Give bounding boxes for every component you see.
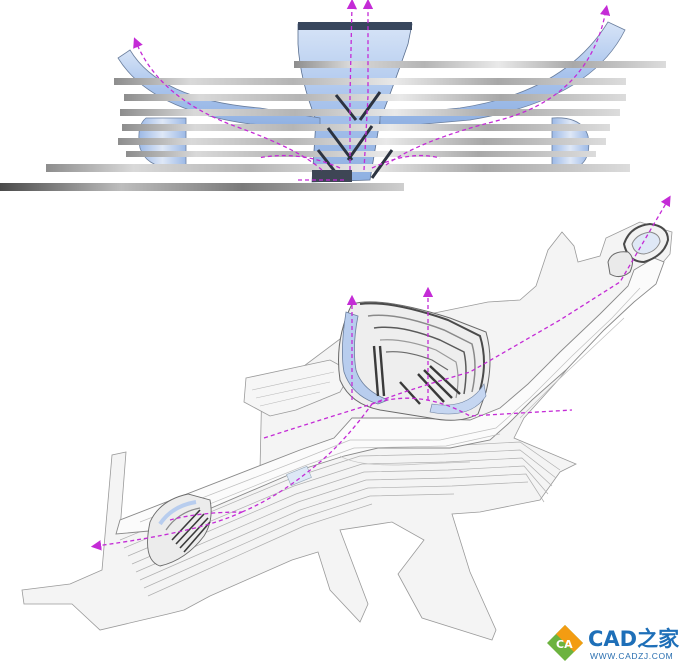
deck-channels (139, 287, 641, 529)
funnel-cap (298, 22, 412, 30)
slab-9 (0, 183, 404, 191)
watermark-url: WWW.CADZJ.COM (590, 651, 674, 661)
central-glass-funnel (297, 23, 413, 183)
right-end-loop (607, 222, 670, 278)
slab-4 (120, 109, 620, 116)
axonometric-view (21, 195, 673, 641)
slab-2 (114, 78, 626, 85)
slab-1 (294, 61, 666, 68)
central-funnel-axo (338, 301, 491, 421)
left-glass-wing (117, 49, 321, 129)
elevation-section (0, 0, 666, 191)
slab-7 (126, 151, 596, 157)
cadzj-watermark: CA CAD之家 WWW.CADZJ.COM (544, 620, 680, 666)
flow-arrows-elevation (133, 0, 611, 181)
flow-arrows-axo (90, 195, 671, 551)
logo-letters: CA (556, 638, 573, 651)
watermark-title: CAD之家 (588, 627, 680, 651)
deck-layers (119, 441, 561, 597)
cad-logo-icon: CA (547, 625, 583, 661)
slab-8 (46, 164, 630, 172)
left-end-sculpture (147, 493, 212, 567)
